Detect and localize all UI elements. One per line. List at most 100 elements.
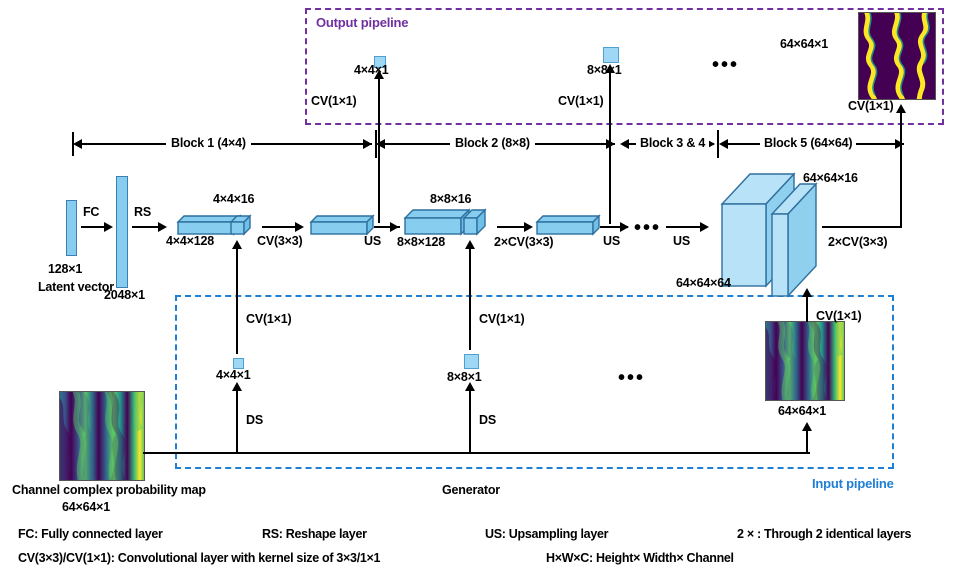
legend-item-us: US: Upsampling layer (485, 527, 609, 541)
in2-ds-arrow-head (465, 382, 475, 391)
input-pipeline-box (175, 295, 894, 469)
dense-vector-block (116, 176, 128, 288)
stage5-out-arrow-head (896, 104, 906, 113)
input-bus-line (143, 452, 810, 454)
us2-op-label: US (603, 234, 620, 248)
in1-tensor-square (233, 358, 244, 369)
in1-dims-label: 4×4×1 (216, 368, 251, 382)
inject1-arrow-head (232, 240, 242, 249)
in1-ds-arrow-head (232, 382, 242, 391)
legend-item-rs: RS: Reshape layer (262, 527, 367, 541)
legend-item-hwc: H×W×C: Height× Width× Channel (546, 551, 734, 565)
stage5-main-dims-label: 64×64×64 (676, 276, 731, 290)
in1-ds-line (236, 390, 238, 452)
latent-dims-label: 128×1 (48, 262, 83, 276)
output-pipeline-box (305, 8, 944, 125)
legend-item-2x: 2 × : Through 2 identical layers (737, 527, 912, 541)
stage2-side-dims-label: 8×8×16 (430, 192, 472, 206)
block1-arrow-left (73, 139, 82, 149)
us3-arrow-head (700, 222, 709, 232)
in2-cv-line (469, 288, 471, 350)
latent-caption-label: Latent vector (38, 280, 114, 294)
us3-op-label: US (673, 234, 690, 248)
cv33-1-arrow-line (262, 226, 298, 228)
out1-dims-label: 4×4×1 (354, 63, 389, 77)
in2-ds-line (469, 390, 471, 452)
in3-cv-arrow-head (802, 288, 812, 297)
in2-tensor-square (464, 354, 479, 369)
us1-arrow-head (390, 222, 399, 232)
rs-arrow-head (158, 222, 167, 232)
in3-cv-label: CV(1×1) (816, 309, 862, 323)
in3-bus-line (806, 430, 808, 454)
in3-bus-arrow-head (802, 422, 812, 431)
out2-dims-label: 8×8×1 (587, 63, 622, 77)
latent-vector-block (66, 200, 77, 256)
generator-ellipsis: ••• (634, 217, 662, 239)
stage2-out-slab (535, 214, 601, 236)
out1-op-label: CV(1×1) (311, 94, 357, 108)
us1-arrow-line (374, 226, 400, 228)
cv33-5-op-label: 2×CV(3×3) (828, 235, 888, 249)
in2-cv-label: CV(1×1) (479, 312, 525, 326)
stage5-side-dims-label: 64×64×16 (803, 171, 858, 185)
us3-arrow-line (666, 226, 706, 228)
in2-ds-label: DS (479, 413, 496, 427)
legend-item-fc: FC: Fully connected layer (18, 527, 163, 541)
legend-item-cv: CV(3×3)/CV(1×1): Convolutional layer wit… (18, 551, 381, 565)
inject1-line (236, 248, 238, 290)
block1-arrow-right (363, 139, 372, 149)
inject2-line (469, 248, 471, 290)
stage2-side-slab (462, 208, 487, 236)
out2-tensor-square (603, 47, 619, 63)
cv33-1-arrow-head (295, 222, 304, 232)
in1-cv-line (236, 288, 238, 354)
us2-arrow-line (600, 226, 628, 228)
block2-label: Block 2 (8×8) (450, 137, 535, 150)
in1-cv-label: CV(1×1) (246, 312, 292, 326)
out3-dims-label: 64×64×1 (780, 37, 828, 51)
input-pipeline-ellipsis: ••• (618, 367, 646, 389)
in3-cv-line (806, 296, 808, 322)
source-map-caption-line2: 64×64×1 (62, 500, 110, 514)
out2-line (609, 72, 611, 224)
fc-arrow-head (104, 222, 113, 232)
dense-dims-label: 2048×1 (104, 288, 145, 302)
output-generated-map (858, 12, 936, 100)
stage5-out-line-h (822, 226, 902, 228)
stage1-out-slab (309, 214, 375, 236)
inject2-arrow-head (465, 240, 475, 249)
input-probability-map (765, 321, 845, 401)
block1-label: Block 1 (4×4) (166, 137, 251, 150)
in3-dims-label: 64×64×1 (778, 404, 826, 418)
stage1-main-dims-label: 4×4×128 (166, 234, 214, 248)
stage2-main-dims-label: 8×8×128 (397, 235, 445, 249)
block5-arrow-right (895, 139, 904, 149)
stage5-slabs (720, 172, 818, 298)
out2-op-label: CV(1×1) (558, 94, 604, 108)
block2-arrow-left (376, 139, 385, 149)
block5-arrow-left (719, 139, 728, 149)
block34-arrow-left (620, 139, 629, 149)
block5-label: Block 5 (64×64) (760, 137, 857, 150)
rs-op-label: RS (134, 205, 151, 219)
us1-op-label: US (364, 234, 381, 248)
stage2-main-slab (403, 208, 471, 236)
out1-tensor-square (374, 56, 386, 68)
fc-op-label: FC (83, 205, 100, 219)
output-pipeline-ellipsis: ••• (712, 54, 740, 76)
us2-arrow-head (620, 222, 629, 232)
out1-arrow-head (374, 70, 384, 79)
stage1-side-dims-label: 4×4×16 (213, 192, 255, 206)
block34-arrow-right (706, 139, 715, 149)
stage5-out-line-v (900, 112, 902, 228)
in2-dims-label: 8×8×1 (447, 370, 482, 384)
output-pipeline-label: Output pipeline (316, 15, 409, 30)
stage1-side-slab (229, 214, 252, 236)
cv33-2-arrow-head (524, 222, 533, 232)
source-probability-map (59, 391, 145, 481)
source-map-caption-line1: Channel complex probability map (12, 483, 206, 497)
cv33-2-op-label: 2×CV(3×3) (494, 235, 554, 249)
cv11-out3-op-label: CV(1×1) (848, 99, 894, 113)
